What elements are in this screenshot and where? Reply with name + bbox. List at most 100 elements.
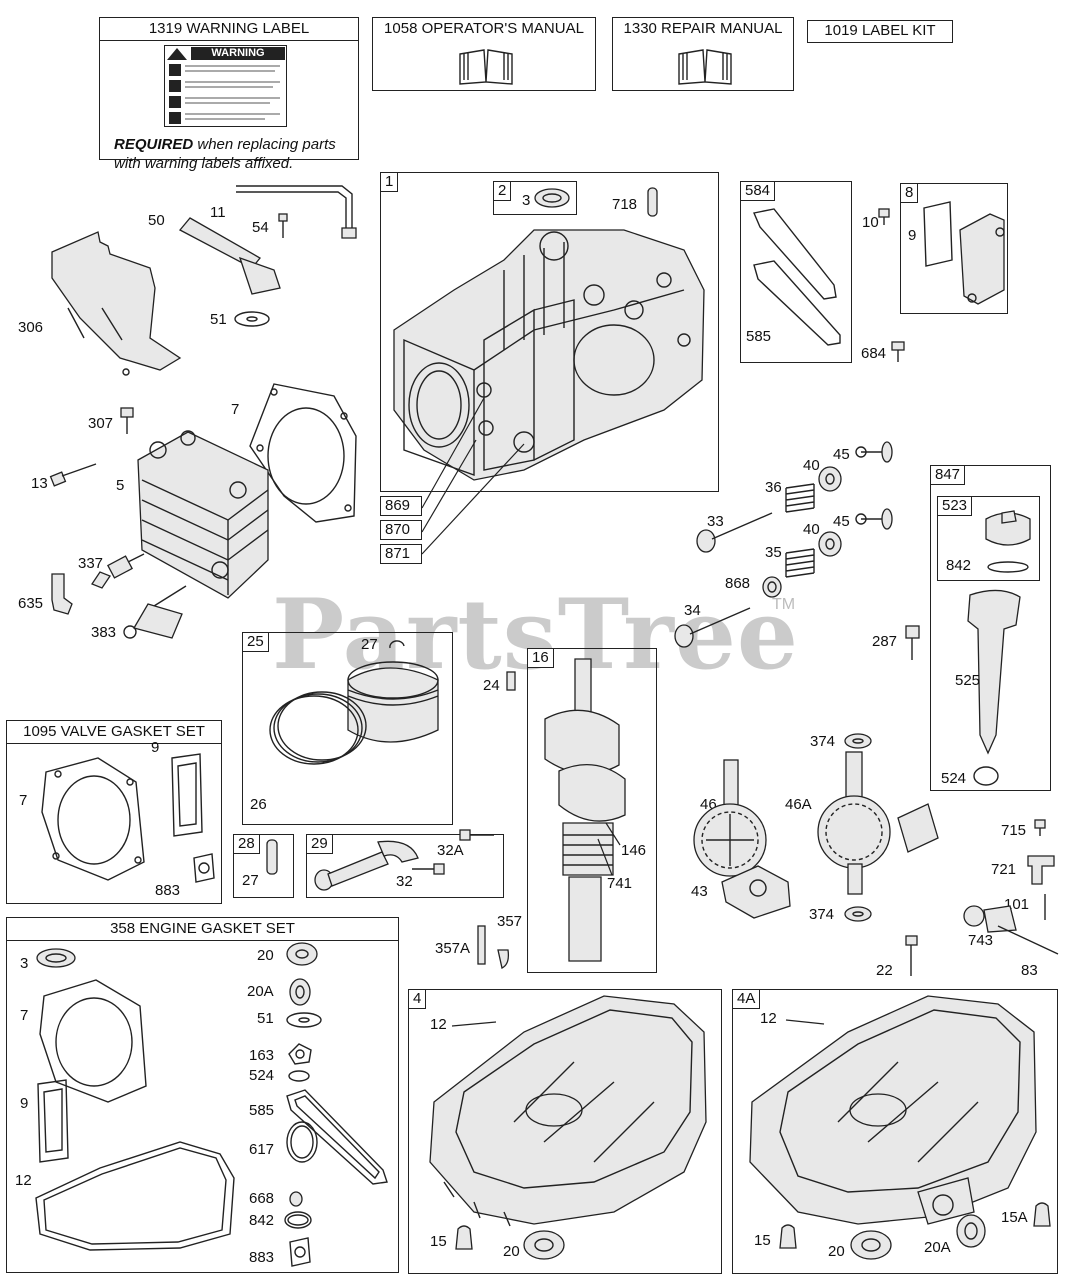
part-label-83: 83 xyxy=(1021,962,1038,979)
part-label-43: 43 xyxy=(691,883,708,900)
valve-gasket-set-title: 1095 VALVE GASKET SET xyxy=(7,721,221,744)
valve-part xyxy=(674,607,751,648)
connecting-rod-box[interactable] xyxy=(306,834,504,898)
part-label-26: 26 xyxy=(250,796,267,813)
part-label-337: 337 xyxy=(78,555,104,572)
breather-box[interactable] xyxy=(900,183,1008,314)
plug-part xyxy=(779,1224,797,1249)
connecting-rod-box-number: 29 xyxy=(306,834,333,854)
oil-seal-part xyxy=(286,942,318,966)
part-label-32A: 32A xyxy=(437,842,464,859)
part-label-870: 870 xyxy=(380,520,422,540)
piston-box[interactable] xyxy=(242,632,453,825)
part-label-20-sump4A: 20 xyxy=(828,1243,845,1260)
book-icon xyxy=(678,49,732,85)
retainer-part xyxy=(818,466,842,492)
part-label-40: 40 xyxy=(803,457,820,474)
small-gasket-part xyxy=(193,853,215,883)
sump-box-4[interactable] xyxy=(408,989,722,1274)
cylinder-block-part xyxy=(393,229,705,481)
part-label-146: 146 xyxy=(621,842,647,859)
oil-seal-part xyxy=(534,188,570,208)
plug-boot-part xyxy=(51,573,73,615)
warning-note-bold: REQUIRED xyxy=(114,136,194,153)
part-label-163-egs: 163 xyxy=(249,1047,275,1064)
o-ring-part xyxy=(286,1121,318,1163)
o-ring-part xyxy=(973,766,999,786)
piston-rings-part xyxy=(269,691,367,765)
rod-bolt-part xyxy=(412,863,445,875)
warning-sticker-heading: WARNING xyxy=(191,47,285,60)
part-label-585: 585 xyxy=(746,328,772,345)
keys-part xyxy=(477,925,510,969)
o-ring-part xyxy=(284,1211,312,1229)
watermark: PartsTree xyxy=(272,578,799,691)
washer-part xyxy=(289,1191,303,1207)
bearing-part xyxy=(956,1214,986,1248)
thrust-washer-part xyxy=(844,733,872,749)
cylinder-block-box-number: 1 xyxy=(380,172,399,192)
plug-part xyxy=(455,1225,473,1250)
warning-note-rest: when replacing parts xyxy=(193,136,336,153)
warning-label-box[interactable]: 1319 WARNING LABEL WARNING REQUIRED when… xyxy=(99,17,359,172)
dipstick-cap-box-number: 523 xyxy=(937,496,973,516)
part-label-7-egs: 7 xyxy=(20,1007,29,1024)
dipstick-box-number: 847 xyxy=(930,465,966,485)
fuel-tube-part xyxy=(178,217,281,295)
part-label-5: 5 xyxy=(116,477,125,494)
pin-part xyxy=(1044,894,1046,920)
retainer-clip-part xyxy=(389,640,405,649)
connecting-rod-part xyxy=(314,840,419,891)
part-label-11: 11 xyxy=(210,204,226,221)
part-label-35: 35 xyxy=(765,544,782,561)
sump-box-4A[interactable] xyxy=(732,989,1058,1274)
valve-cover-gasket-box-number: 584 xyxy=(740,181,776,201)
part-label-684: 684 xyxy=(861,345,887,362)
plug-part xyxy=(1033,1202,1051,1227)
o-ring-part xyxy=(288,1070,310,1082)
part-label-13: 13 xyxy=(31,475,48,492)
part-label-307: 307 xyxy=(88,415,114,432)
part-label-22: 22 xyxy=(876,962,893,979)
camshaft-gear-part xyxy=(817,751,939,895)
sump-box-4A-number: 4A xyxy=(732,989,761,1009)
part-label-33: 33 xyxy=(707,513,724,530)
part-label-842: 842 xyxy=(946,557,972,574)
repair-manual-box[interactable]: 1330 REPAIR MANUAL xyxy=(612,17,794,91)
screw-part xyxy=(878,208,890,225)
part-label-868: 868 xyxy=(725,575,751,592)
part-label-20A-sump4A: 20A xyxy=(924,1239,951,1256)
engine-gasket-set-box[interactable]: 358 ENGINE GASKET SET xyxy=(6,917,399,1273)
bolt-part xyxy=(120,407,134,434)
valve-cover-gasket-box[interactable] xyxy=(740,181,852,363)
dipstick-cap-box[interactable] xyxy=(937,496,1040,581)
label-kit-box[interactable]: 1019 LABEL KIT xyxy=(807,20,953,43)
rocker-gasket-part xyxy=(286,1089,388,1185)
warning-sticker: WARNING xyxy=(164,45,287,127)
breather-part xyxy=(923,201,1005,305)
part-label-741: 741 xyxy=(607,875,633,892)
valve-part xyxy=(696,512,773,553)
part-label-7-vgs: 7 xyxy=(19,792,28,809)
part-label-51: 51 xyxy=(210,311,227,328)
part-label-34: 34 xyxy=(684,602,701,619)
part-label-45: 45 xyxy=(833,446,850,463)
rocker-gasket-part xyxy=(753,208,841,346)
cylinder-head-part xyxy=(137,430,269,599)
pin-box[interactable] xyxy=(233,834,294,898)
valve-spring-part xyxy=(785,548,815,578)
dowel-pin-part xyxy=(647,187,658,217)
part-label-15-sump4A: 15 xyxy=(754,1232,771,1249)
operators-manual-box[interactable]: 1058 OPERATOR'S MANUAL xyxy=(372,17,596,91)
cylinder-block-box[interactable] xyxy=(380,172,719,492)
dipstick-cap-part xyxy=(985,510,1031,573)
part-label-883-egs: 883 xyxy=(249,1249,275,1266)
valve-gasket-set-box[interactable]: 1095 VALVE GASKET SET xyxy=(6,720,222,904)
part-label-15-sump4: 15 xyxy=(430,1233,447,1250)
dipstick-box[interactable] xyxy=(930,465,1051,791)
governor-part xyxy=(721,865,791,919)
crankshaft-box[interactable] xyxy=(527,648,657,973)
engine-gasket-set-title: 358 ENGINE GASKET SET xyxy=(7,918,398,941)
part-label-9: 9 xyxy=(908,227,917,244)
breather-tube-part xyxy=(236,185,357,239)
